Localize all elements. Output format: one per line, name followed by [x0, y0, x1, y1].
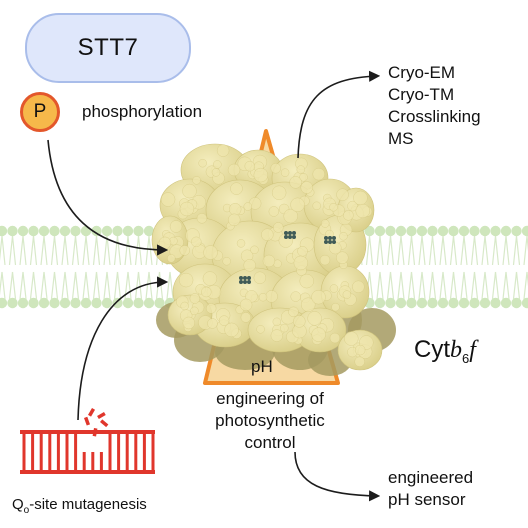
mutagenesis-label: Qo-site mutagenesis — [12, 494, 147, 521]
stt7-kinase-box: STT7 — [25, 13, 191, 83]
cyt-b: b — [450, 337, 462, 363]
method-cryo-tm: Cryo-TM — [388, 85, 455, 104]
stt7-label: STT7 — [77, 34, 139, 61]
cyt-subscript: 6 — [462, 350, 470, 366]
mutagenesis-arrow — [77, 276, 169, 421]
sensor-arrow — [294, 451, 381, 502]
method-cryo-em: Cryo-EM — [388, 63, 456, 82]
mutagenesis-rest: -site mutagenesis — [29, 496, 147, 513]
phosphate-badge-icon: P — [20, 92, 60, 132]
cytb6f-protein-structure — [151, 143, 396, 376]
cyt-prefix: Cyt — [414, 336, 450, 363]
ph-label: pH — [251, 357, 273, 376]
engineering-line-2: photosynthetic — [215, 411, 325, 430]
phosphorylation-arrow — [47, 139, 169, 256]
method-ms: MS — [388, 129, 414, 148]
methods-arrow — [297, 70, 381, 159]
cyt-f: f — [469, 337, 476, 363]
dna-mutagenesis-icon — [20, 408, 155, 474]
phosphate-badge-letter: P — [33, 101, 47, 122]
mutagenesis-sub: o — [23, 505, 30, 516]
phosphorylation-label: phosphorylation — [82, 102, 203, 121]
engineering-line-1: engineering of — [216, 389, 324, 408]
sensor-line-2: pH sensor — [388, 490, 466, 509]
engineering-line-3: control — [244, 433, 296, 452]
sensor-line-1: engineered — [388, 468, 474, 487]
mutagenesis-q: Q — [12, 496, 24, 513]
cytb6f-label: Cytb6f — [414, 336, 476, 369]
method-crosslinking: Crosslinking — [388, 107, 481, 126]
